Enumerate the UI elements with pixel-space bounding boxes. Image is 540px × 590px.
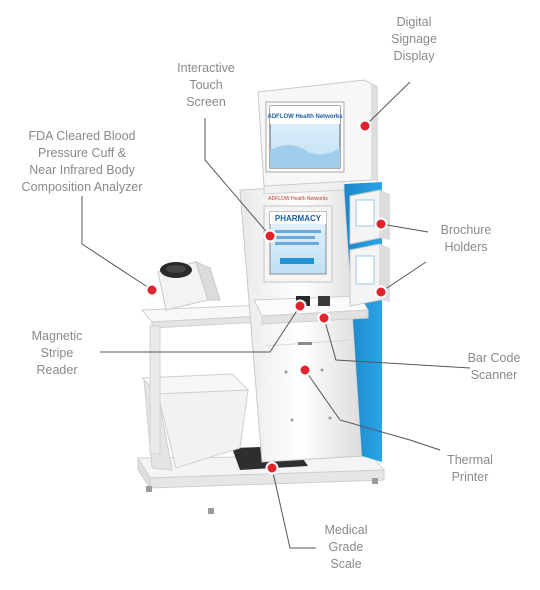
leader-barcode bbox=[323, 317, 471, 369]
label-line: Pressure Cuff & bbox=[37, 146, 126, 160]
leader-printer bbox=[304, 369, 441, 451]
label-interactive-touch-screen: Interactive Touch Screen bbox=[166, 60, 246, 111]
leader-lines bbox=[81, 81, 471, 549]
marker-barcode bbox=[317, 311, 331, 325]
label-line: Scale bbox=[330, 557, 362, 571]
label-line: Thermal bbox=[447, 453, 493, 467]
marker-printer bbox=[298, 363, 312, 377]
label-line: Printer bbox=[451, 470, 489, 484]
leader-touch bbox=[204, 118, 271, 237]
leader-bp bbox=[81, 196, 153, 291]
label-line: Signage bbox=[391, 32, 437, 46]
label-brochure-holders: Brochure Holders bbox=[428, 222, 504, 256]
label-line: Bar Code bbox=[467, 351, 521, 365]
label-bp-cuff-analyzer: FDA Cleared Blood Pressure Cuff & Near I… bbox=[10, 128, 154, 196]
marker-magnetic bbox=[293, 299, 307, 313]
label-thermal-printer: Thermal Printer bbox=[432, 452, 508, 486]
label-bar-code-scanner: Bar Code Scanner bbox=[456, 350, 532, 384]
label-line: Composition Analyzer bbox=[21, 180, 143, 194]
label-medical-grade-scale: Medical Grade Scale bbox=[310, 522, 382, 573]
label-magnetic-stripe-reader: Magnetic Stripe Reader bbox=[22, 328, 92, 379]
kiosk-brand: ADFLOW Health Networks bbox=[268, 196, 328, 202]
marker-touch bbox=[263, 229, 277, 243]
leader-scale bbox=[271, 467, 316, 549]
marker-brochure-top bbox=[374, 217, 388, 231]
label-line: Stripe bbox=[40, 346, 74, 360]
signage-display: ADFLOW Health Networks bbox=[257, 79, 378, 187]
label-line: Interactive bbox=[177, 61, 235, 75]
label-line: Holders bbox=[444, 240, 488, 254]
label-digital-signage-display: Digital Signage Display bbox=[376, 14, 452, 65]
leader-signage bbox=[364, 81, 411, 127]
label-line: Display bbox=[393, 49, 435, 63]
label-line: Brochure bbox=[440, 223, 492, 237]
label-line: Scanner bbox=[470, 368, 518, 382]
leader-magnetic bbox=[100, 305, 301, 353]
leader-brochure-top bbox=[380, 223, 429, 233]
markers bbox=[145, 119, 388, 475]
label-line: Reader bbox=[36, 363, 78, 377]
label-line: FDA Cleared Blood bbox=[28, 129, 136, 143]
label-line: Grade bbox=[328, 540, 364, 554]
marker-signage bbox=[358, 119, 372, 133]
label-line: Near Infrared Body bbox=[29, 163, 135, 177]
marker-bp bbox=[145, 283, 159, 297]
label-line: Screen bbox=[186, 95, 226, 109]
label-line: Magnetic bbox=[31, 329, 83, 343]
signage-brand: ADFLOW Health Networks bbox=[267, 114, 343, 120]
label-line: Medical bbox=[324, 523, 368, 537]
label-line: Touch bbox=[189, 78, 223, 92]
label-line: Digital bbox=[396, 15, 432, 29]
marker-brochure-bottom bbox=[374, 285, 388, 299]
kiosk-screen-title: PHARMACY bbox=[275, 214, 322, 223]
bp-cuff-device bbox=[157, 261, 221, 311]
marker-scale bbox=[265, 461, 279, 475]
touch-screen: PHARMACY ADFLOW Health Networks bbox=[263, 196, 333, 283]
leader-brochure-bottom bbox=[380, 261, 427, 293]
